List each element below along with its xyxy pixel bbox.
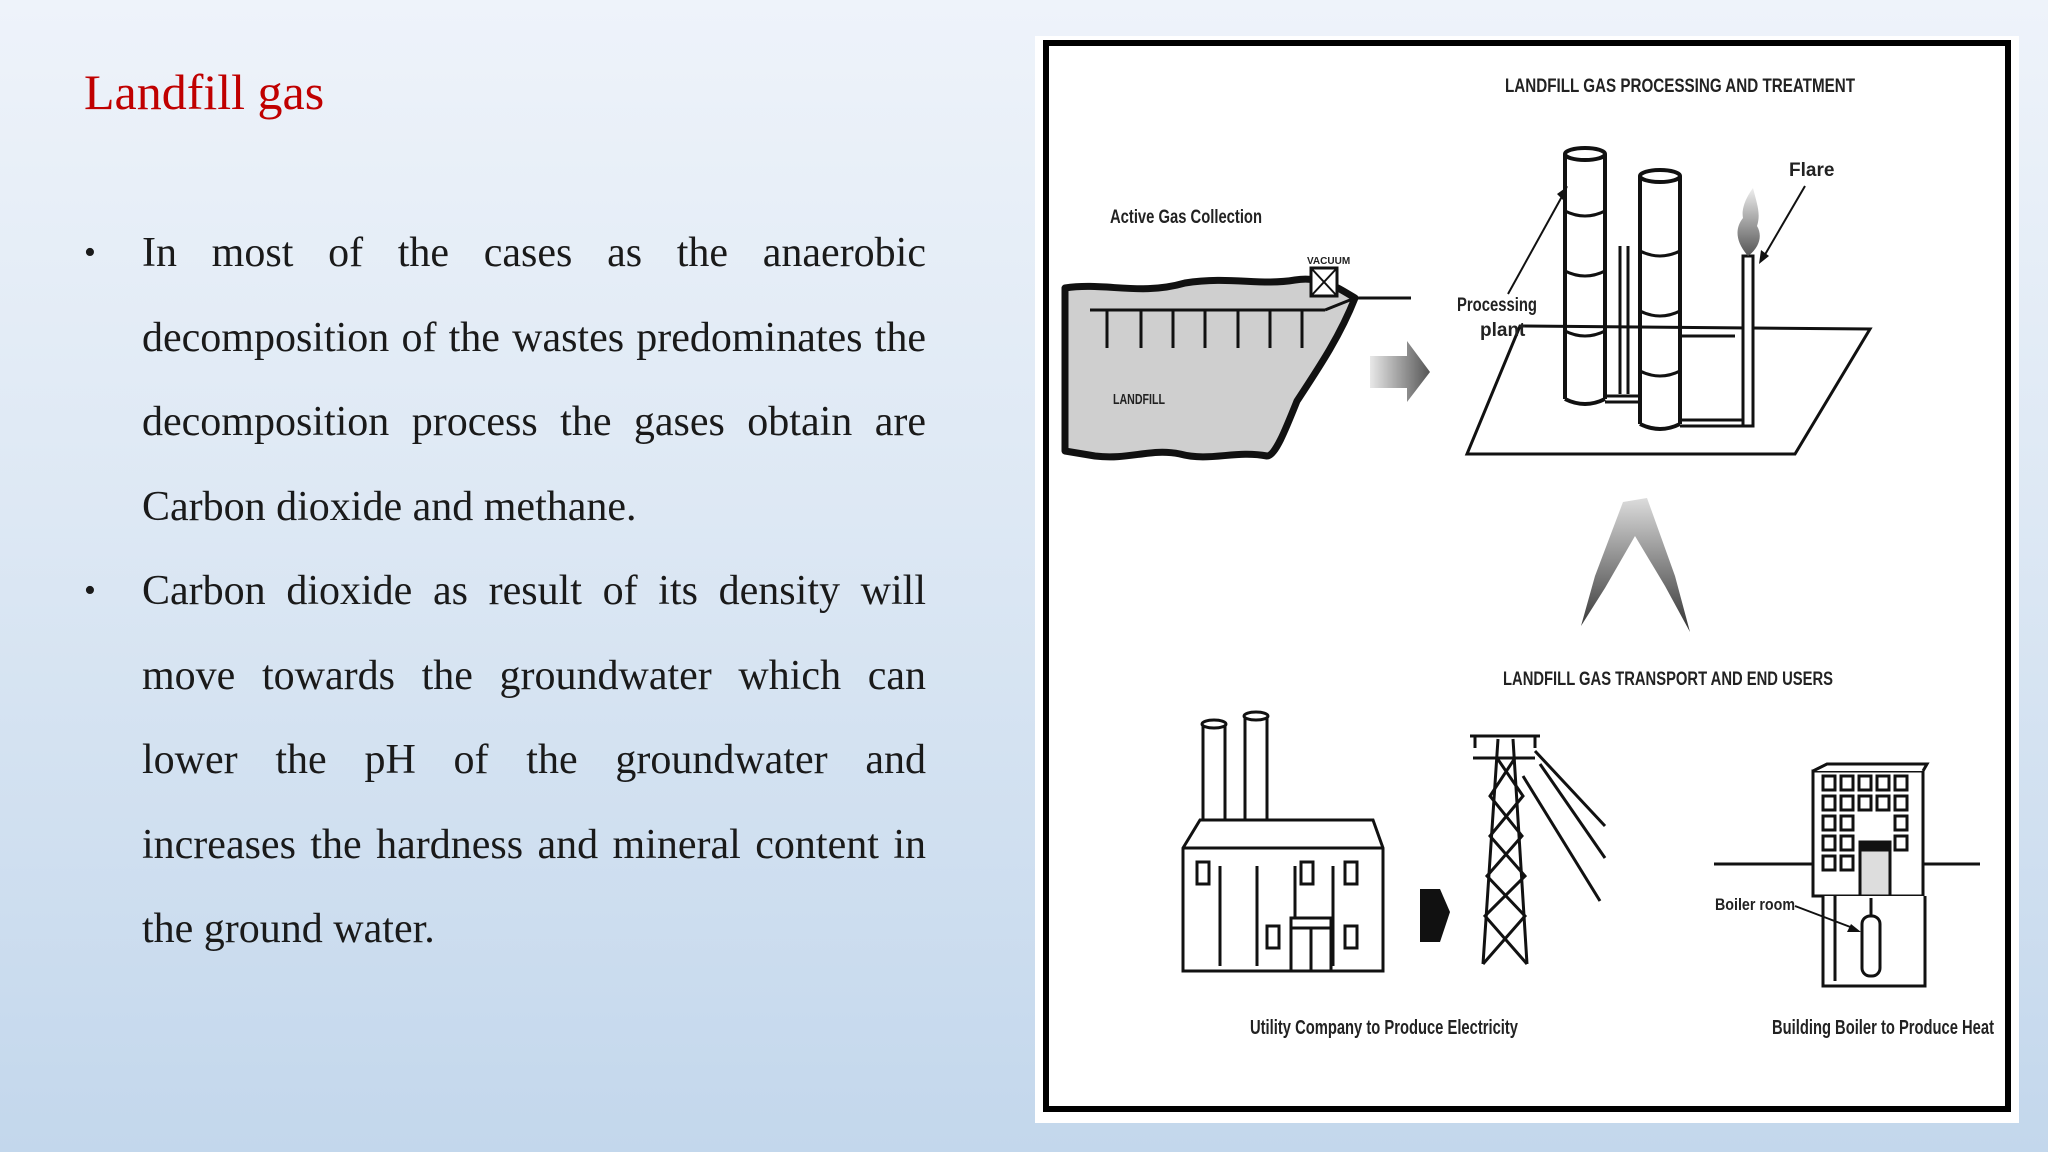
bullet-icon: • — [84, 572, 96, 609]
heading-transport: LANDFILL GAS TRANSPORT AND END USERS — [1503, 669, 1833, 690]
arrow-right-small-icon — [1420, 889, 1450, 942]
gas-wells — [1105, 310, 1304, 348]
bullet-item: • In most of the cases as the anaerobic … — [84, 211, 926, 549]
landfill-mound — [1061, 275, 1359, 461]
label-active-gas-collection: Active Gas Collection — [1110, 207, 1262, 228]
label-processing-plant: plant — [1480, 320, 1526, 341]
landfill-gas-diagram: LANDFILL GAS PROCESSING AND TREATMENT Ac… — [1035, 36, 2019, 1123]
label-vacuum: VACUUM — [1307, 256, 1350, 267]
label-flare: Flare — [1789, 160, 1834, 181]
flare-stack — [1741, 254, 1755, 428]
diagram-svg: LANDFILL GAS PROCESSING AND TREATMENT Ac… — [1043, 40, 2011, 1112]
bullet-text: In most of the cases as the anaerobic de… — [142, 230, 926, 530]
bullet-item: • Carbon dioxide as result of its densit… — [84, 549, 926, 972]
label-boiler-room: Boiler room — [1715, 895, 1795, 914]
power-plant — [1181, 710, 1385, 973]
heading-processing: LANDFILL GAS PROCESSING AND TREATMENT — [1505, 76, 1855, 97]
caption-utility-company: Utility Company to Produce Electricity — [1250, 1017, 1519, 1039]
label-landfill: LANDFILL — [1113, 391, 1165, 408]
slide-title: Landfill gas — [84, 64, 325, 120]
flare-flame-icon — [1737, 188, 1760, 256]
arrow-right-icon — [1370, 341, 1430, 402]
transmission-tower-icon — [1470, 734, 1607, 965]
bullet-list: • In most of the cases as the anaerobic … — [84, 211, 926, 972]
processing-platform — [1464, 324, 1873, 456]
bullet-text: Carbon dioxide as result of its density … — [142, 568, 926, 952]
label-processing-plant: Processing — [1457, 295, 1537, 316]
processing-tower — [1638, 168, 1682, 431]
diagram-border — [1043, 40, 2011, 1112]
process-pipes — [1605, 246, 1747, 428]
caption-building-boiler: Building Boiler to Produce Heat — [1772, 1017, 1994, 1039]
bullet-icon: • — [84, 234, 96, 271]
arrow-up-icon — [1581, 498, 1690, 632]
processing-tower — [1563, 146, 1607, 406]
boiler-building — [1714, 762, 1980, 988]
